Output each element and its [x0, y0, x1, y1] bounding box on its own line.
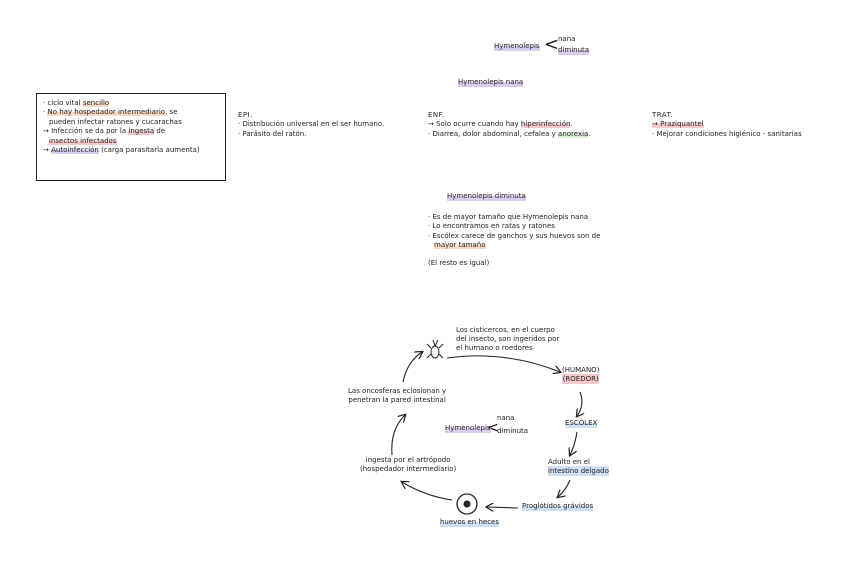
box-text: · [43, 108, 48, 117]
box-line: pueden infectar ratones y cucarachas [49, 117, 182, 126]
enf-text: · Diarrea, dolor abdominal, cefalea y [428, 129, 559, 138]
enf-item: → Solo ocurre cuando hay hiperinfección. [428, 120, 591, 129]
enf-highlight: anorexia [558, 129, 589, 138]
box-line: → Autoinfección (carga parasitaria aumen… [43, 146, 219, 155]
classifier-opt2: diminuta [558, 46, 590, 56]
cycle-adult: Adulto en el intestino delgado [548, 458, 609, 476]
cycle-cysticercoid: Los cisticercos, en el cuerpo del insect… [456, 326, 560, 352]
box-text: → Infección se da por la [43, 127, 129, 136]
enf-item: · Diarrea, dolor abdominal, cefalea y an… [428, 129, 591, 139]
arrow-oncosphere-to-insect [402, 352, 422, 383]
arrow-insect-to-host [446, 355, 560, 372]
box-line: insectos infectados [43, 136, 219, 146]
diminuta-section: · Es de mayor tamaño que Hymenolepis nan… [428, 213, 600, 268]
trat-header: TRAT. [652, 111, 674, 119]
cycle-proglottids: Proglótidos grávidos [522, 502, 594, 512]
cycle-center-name: Hymenolepis [445, 424, 491, 434]
diminuta-item: · Es de mayor tamaño que Hymenolepis nan… [428, 213, 589, 221]
box-line: → Infección se da por la ingesta de [43, 127, 219, 136]
arrow-arthropod-to-oncosphere [391, 415, 405, 456]
enf-section: ENF. → Solo ocurre cuando hay hiperinfec… [428, 111, 591, 139]
epi-header: EPI. [238, 111, 253, 119]
diminuta-highlight: mayor tamaño [434, 241, 486, 250]
classifier-name: Hymenolepis [494, 42, 540, 52]
cycle-host: (HUMANO) (ROEDOR) [562, 366, 600, 384]
egg-icon [456, 493, 478, 515]
trat-item: · Mejorar condiciones higiénico - sanita… [652, 129, 802, 138]
diminuta-heading: Hymenolepis diminuta [447, 192, 526, 202]
arrow-scolex-to-adult [570, 431, 578, 455]
box-text: de [154, 127, 166, 136]
trat-section: TRAT. → Praziquantel · Mejorar condicion… [652, 111, 802, 139]
arrow-proglottids-to-eggs [487, 507, 519, 508]
box-text: · ciclo vital [43, 99, 83, 107]
box-highlight: insectos infectados [49, 136, 117, 145]
box-line: · ciclo vital sencillo [43, 99, 219, 108]
classifier-opt1: nana [558, 35, 576, 43]
cycle-ingested: ingesta por el artrópodo (hospedador int… [360, 456, 457, 473]
diminuta-note: (El resto es igual) [428, 258, 490, 267]
cycle-center-opt1: nana [497, 414, 515, 422]
arrow-adult-to-proglottids [558, 479, 571, 497]
center-bracket-glyph: < [487, 420, 499, 436]
box-highlight: Autoinfección [51, 146, 99, 155]
enf-highlight: hiperinfección [520, 120, 571, 129]
cycle-eggs: huevos en heces [440, 518, 499, 528]
bracket-glyph: < [544, 34, 560, 55]
epi-item: · Parásito del ratón. [238, 129, 307, 138]
enf-header: ENF. [428, 111, 445, 119]
trat-highlight: → Praziquantel [652, 120, 704, 129]
arrow-host-to-scolex [577, 391, 582, 416]
box-text: → [43, 146, 52, 155]
box-line: · No hay hospedador intermediario, se [43, 108, 219, 117]
trat-item: → Praziquantel [652, 120, 802, 129]
box-highlight: sencillo [82, 99, 110, 107]
insect-icon [426, 339, 444, 359]
box-highlight: ingesta [128, 127, 155, 136]
nana-heading: Hymenolepis nana [458, 78, 524, 88]
enf-text: . [588, 129, 591, 138]
epi-section: EPI. · Distribución universal en el ser … [238, 111, 384, 139]
diminuta-item: · Escólex carece de ganchos y sus huevos… [428, 231, 601, 240]
enf-text: . [570, 120, 573, 129]
epi-item: · Distribución universal en el ser human… [238, 120, 385, 129]
arrow-eggs-to-arthropod [402, 482, 453, 501]
diminuta-item: · Lo encontramos en ratas y ratones [428, 222, 555, 231]
box-highlight: No hay hospedador intermediario [47, 108, 166, 117]
cycle-oncosphere: Las oncosferas eclosionan y penetran la … [348, 387, 447, 404]
enf-text: → Solo ocurre cuando hay [428, 120, 521, 129]
box-text: , se [165, 108, 178, 117]
cycle-center-opt2: diminuta [497, 427, 529, 435]
box-text: (carga parasitaria aumenta) [98, 146, 200, 155]
diminuta-item: mayor tamaño [428, 241, 600, 250]
nana-cycle-box: · ciclo vital sencillo · No hay hospedad… [36, 93, 226, 181]
cycle-scolex: ESCÓLEX [565, 419, 598, 429]
